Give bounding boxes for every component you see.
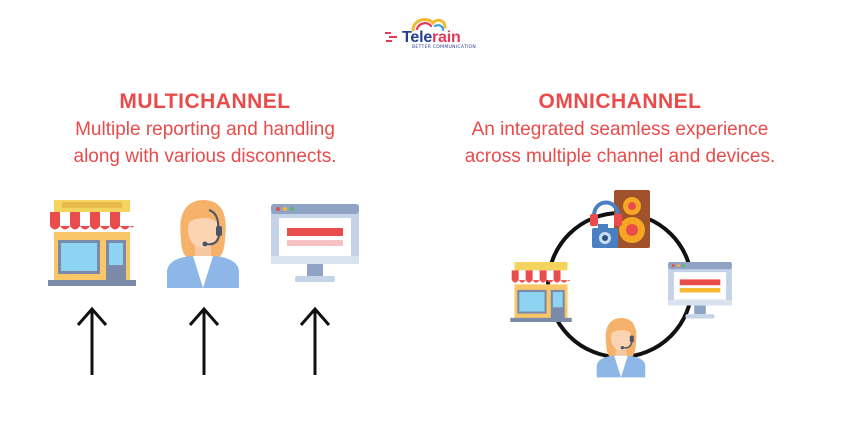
telerain-logo-icon [385,18,447,42]
store-icon [510,262,572,322]
up-arrow-icon [299,306,331,375]
omnichannel-title: OMNICHANNEL [538,90,702,113]
up-arrow-icon [188,306,220,375]
support-agent-icon [167,200,239,288]
up-arrow-icon [76,306,108,375]
multichannel-title: MULTICHANNEL [119,90,291,113]
multichannel-desc-line1: Multiple reporting and handling [75,119,335,140]
multichannel-desc-line2: along with various disconnects. [73,146,337,167]
computer-monitor-icon [668,262,732,319]
omnichannel-desc-line2: across multiple channel and devices. [464,146,776,167]
omnichannel-desc-line1: An integrated seamless experience [471,119,769,140]
brand-name: Telerain [402,29,461,46]
store-icon [48,200,136,286]
media-devices-icon [590,190,650,248]
support-agent-icon [596,317,646,378]
computer-monitor-icon [271,204,359,282]
brand-tagline: BETTER COMMUNICATION [412,45,477,50]
